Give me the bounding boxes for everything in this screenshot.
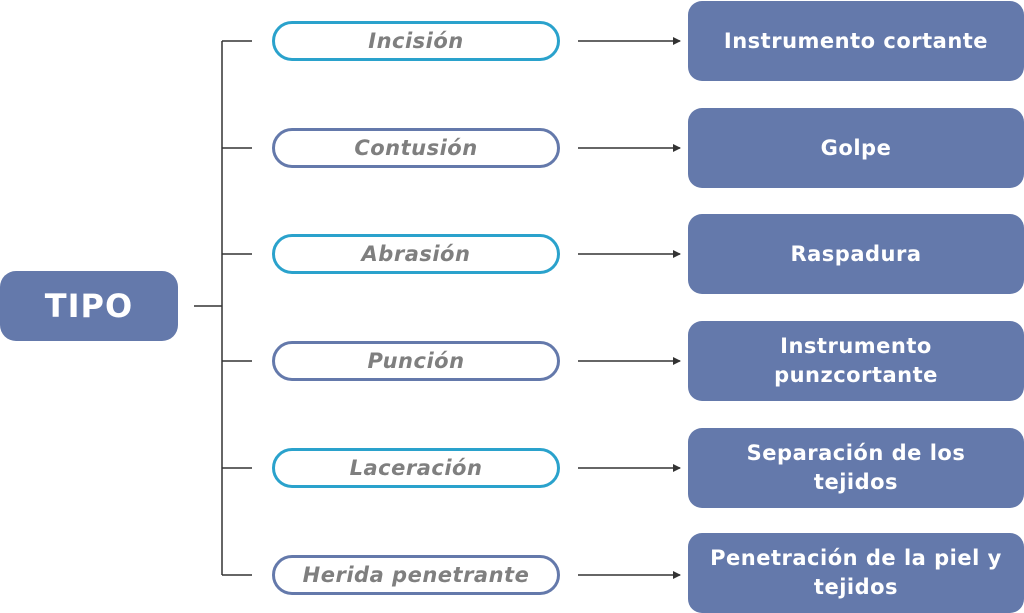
type-node-laceracion: Laceración xyxy=(272,448,560,488)
description-box-abrasion: Raspadura xyxy=(688,214,1024,294)
description-box-herida-penetrante: Penetración de la piel y tejidos xyxy=(688,533,1024,613)
description-box-puncion: Instrumento punzcortante xyxy=(688,321,1024,401)
type-node-abrasion: Abrasión xyxy=(272,234,560,274)
type-node-herida-penetrante: Herida penetrante xyxy=(272,555,560,595)
description-box-incision: Instrumento cortante xyxy=(688,1,1024,81)
description-box-laceracion: Separación de los tejidos xyxy=(688,428,1024,508)
root-node-tipo: TIPO xyxy=(0,271,178,341)
type-node-puncion: Punción xyxy=(272,341,560,381)
type-node-contusion: Contusión xyxy=(272,128,560,168)
description-box-contusion: Golpe xyxy=(688,108,1024,188)
type-node-incision: Incisión xyxy=(272,21,560,61)
